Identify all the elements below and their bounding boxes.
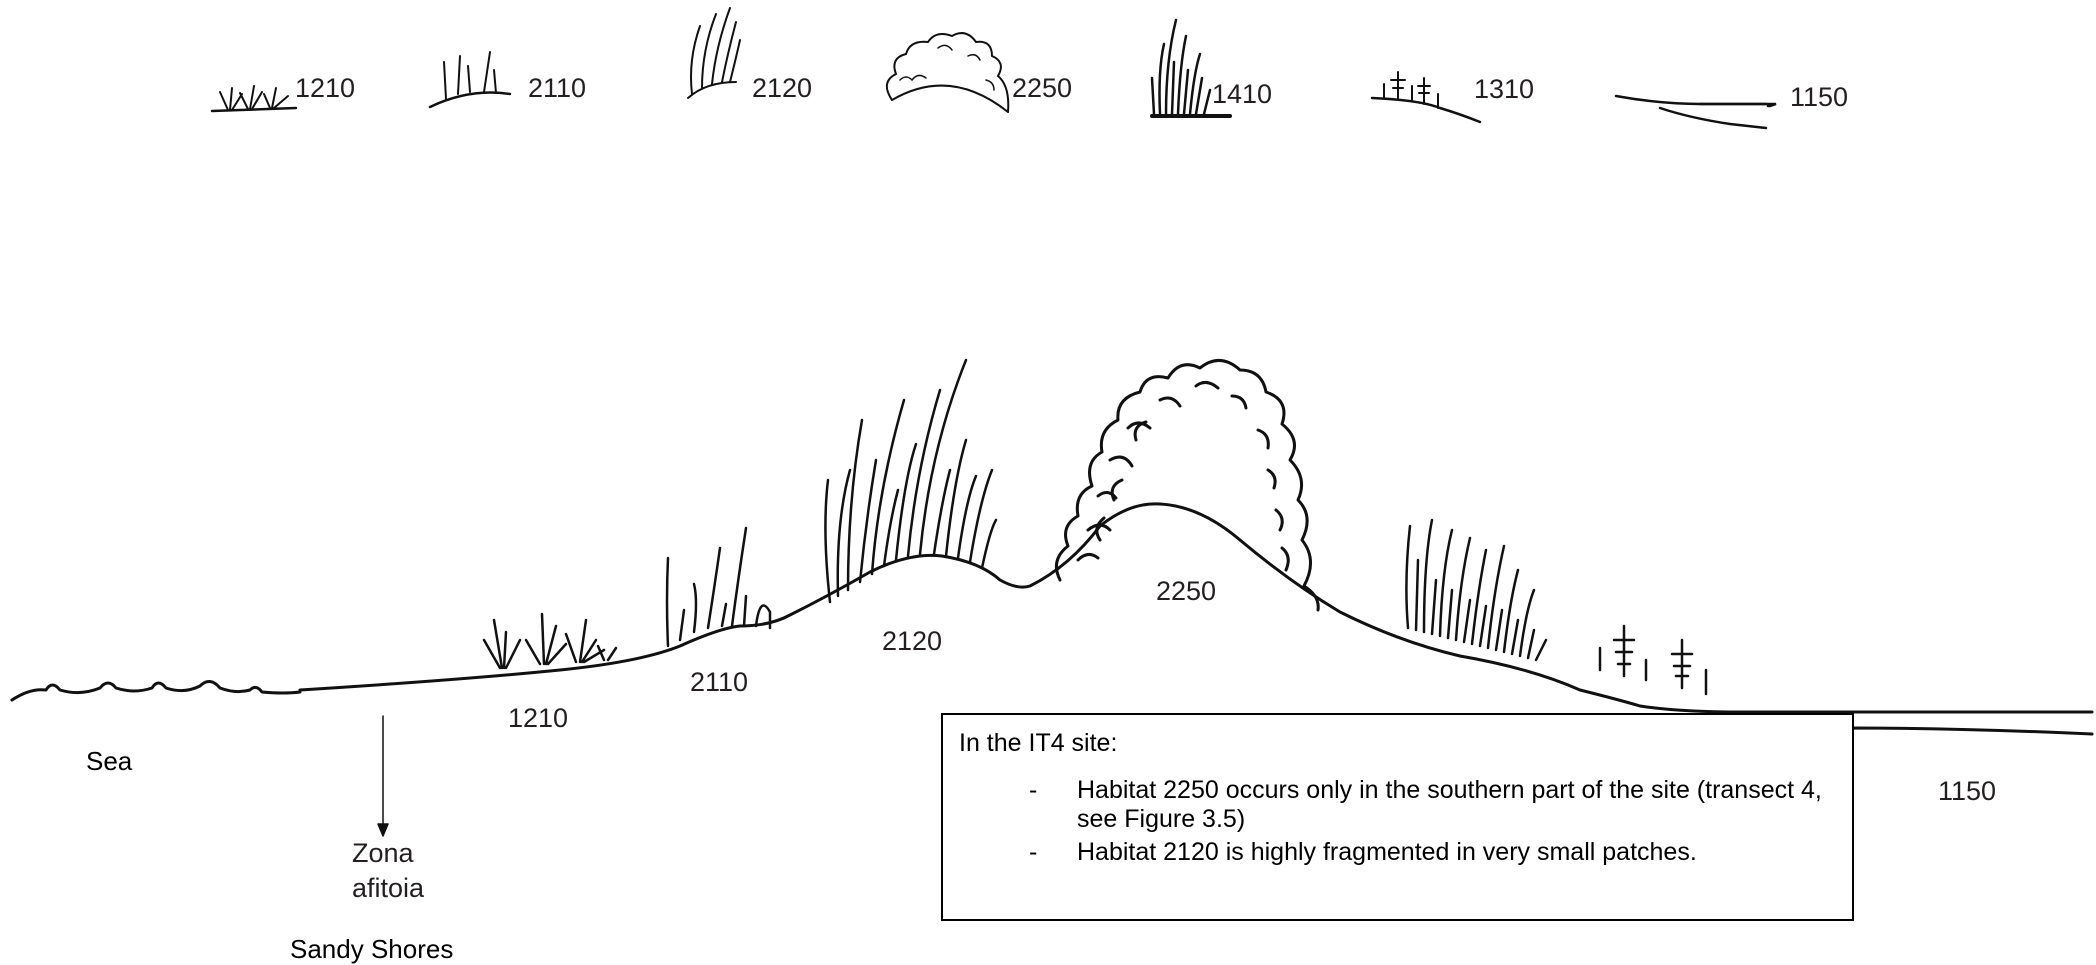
profile-drawing — [10, 358, 2094, 837]
zone-label-line1: Zona — [352, 838, 415, 868]
note-bullet: - — [1029, 776, 1038, 804]
habitat-1210-vegetation — [482, 612, 618, 670]
sea-waves — [10, 680, 302, 702]
habitat-2250-vegetation — [1054, 359, 1320, 612]
legend-label-1210: 1210 — [295, 73, 355, 103]
legend-icon-1150 — [1614, 94, 1777, 130]
legend-icon-1310 — [1370, 71, 1482, 124]
sandy-shores-label: Sandy Shores — [290, 934, 454, 964]
legend-icon-1210 — [210, 85, 298, 113]
legend-label-2110: 2110 — [528, 73, 586, 103]
legend-icon-1410 — [1150, 18, 1232, 118]
note-title: In the IT4 site: — [959, 729, 1118, 757]
legend-label-1310: 1310 — [1474, 74, 1534, 104]
legend-icon-2110 — [428, 51, 512, 109]
sea-label: Sea — [86, 746, 133, 776]
habitat-2110-vegetation — [665, 526, 772, 648]
site-note-box: In the IT4 site: - Habitat 2250 occurs o… — [941, 713, 1854, 921]
zone-label-line2: afitoia — [352, 873, 425, 903]
note-item: - Habitat 2250 occurs only in the southe… — [1029, 776, 1836, 834]
legend-label-1410: 1410 — [1212, 79, 1272, 109]
legend-icon-2120 — [687, 7, 741, 99]
zone-arrow — [377, 715, 389, 837]
habitat-1410-vegetation — [1405, 518, 1548, 662]
legend-row: 1210 2110 2120 2250 1410 — [210, 7, 1848, 130]
note-item-text: Habitat 2250 occurs only in the southern… — [1077, 776, 1822, 833]
profile-label-1150: 1150 — [1938, 776, 1996, 806]
profile-label-2120: 2120 — [882, 626, 942, 656]
note-list: - Habitat 2250 occurs only in the southe… — [959, 776, 1836, 867]
legend-icon-2250 — [885, 32, 1010, 113]
profile-label-2250: 2250 — [1156, 576, 1216, 606]
note-item: - Habitat 2120 is highly fragmented in v… — [1029, 838, 1836, 867]
profile-label-1210: 1210 — [508, 703, 568, 733]
legend-label-2250: 2250 — [1012, 73, 1072, 103]
profile-label-2110: 2110 — [690, 667, 748, 697]
note-bullet: - — [1029, 838, 1038, 866]
legend-label-2120: 2120 — [752, 73, 812, 103]
habitat-2120-vegetation — [824, 358, 998, 604]
legend-label-1150: 1150 — [1790, 82, 1848, 112]
habitat-1310-vegetation — [1598, 624, 1708, 696]
ground-profile — [298, 502, 2094, 714]
note-item-text: Habitat 2120 is highly fragmented in ver… — [1077, 838, 1697, 866]
